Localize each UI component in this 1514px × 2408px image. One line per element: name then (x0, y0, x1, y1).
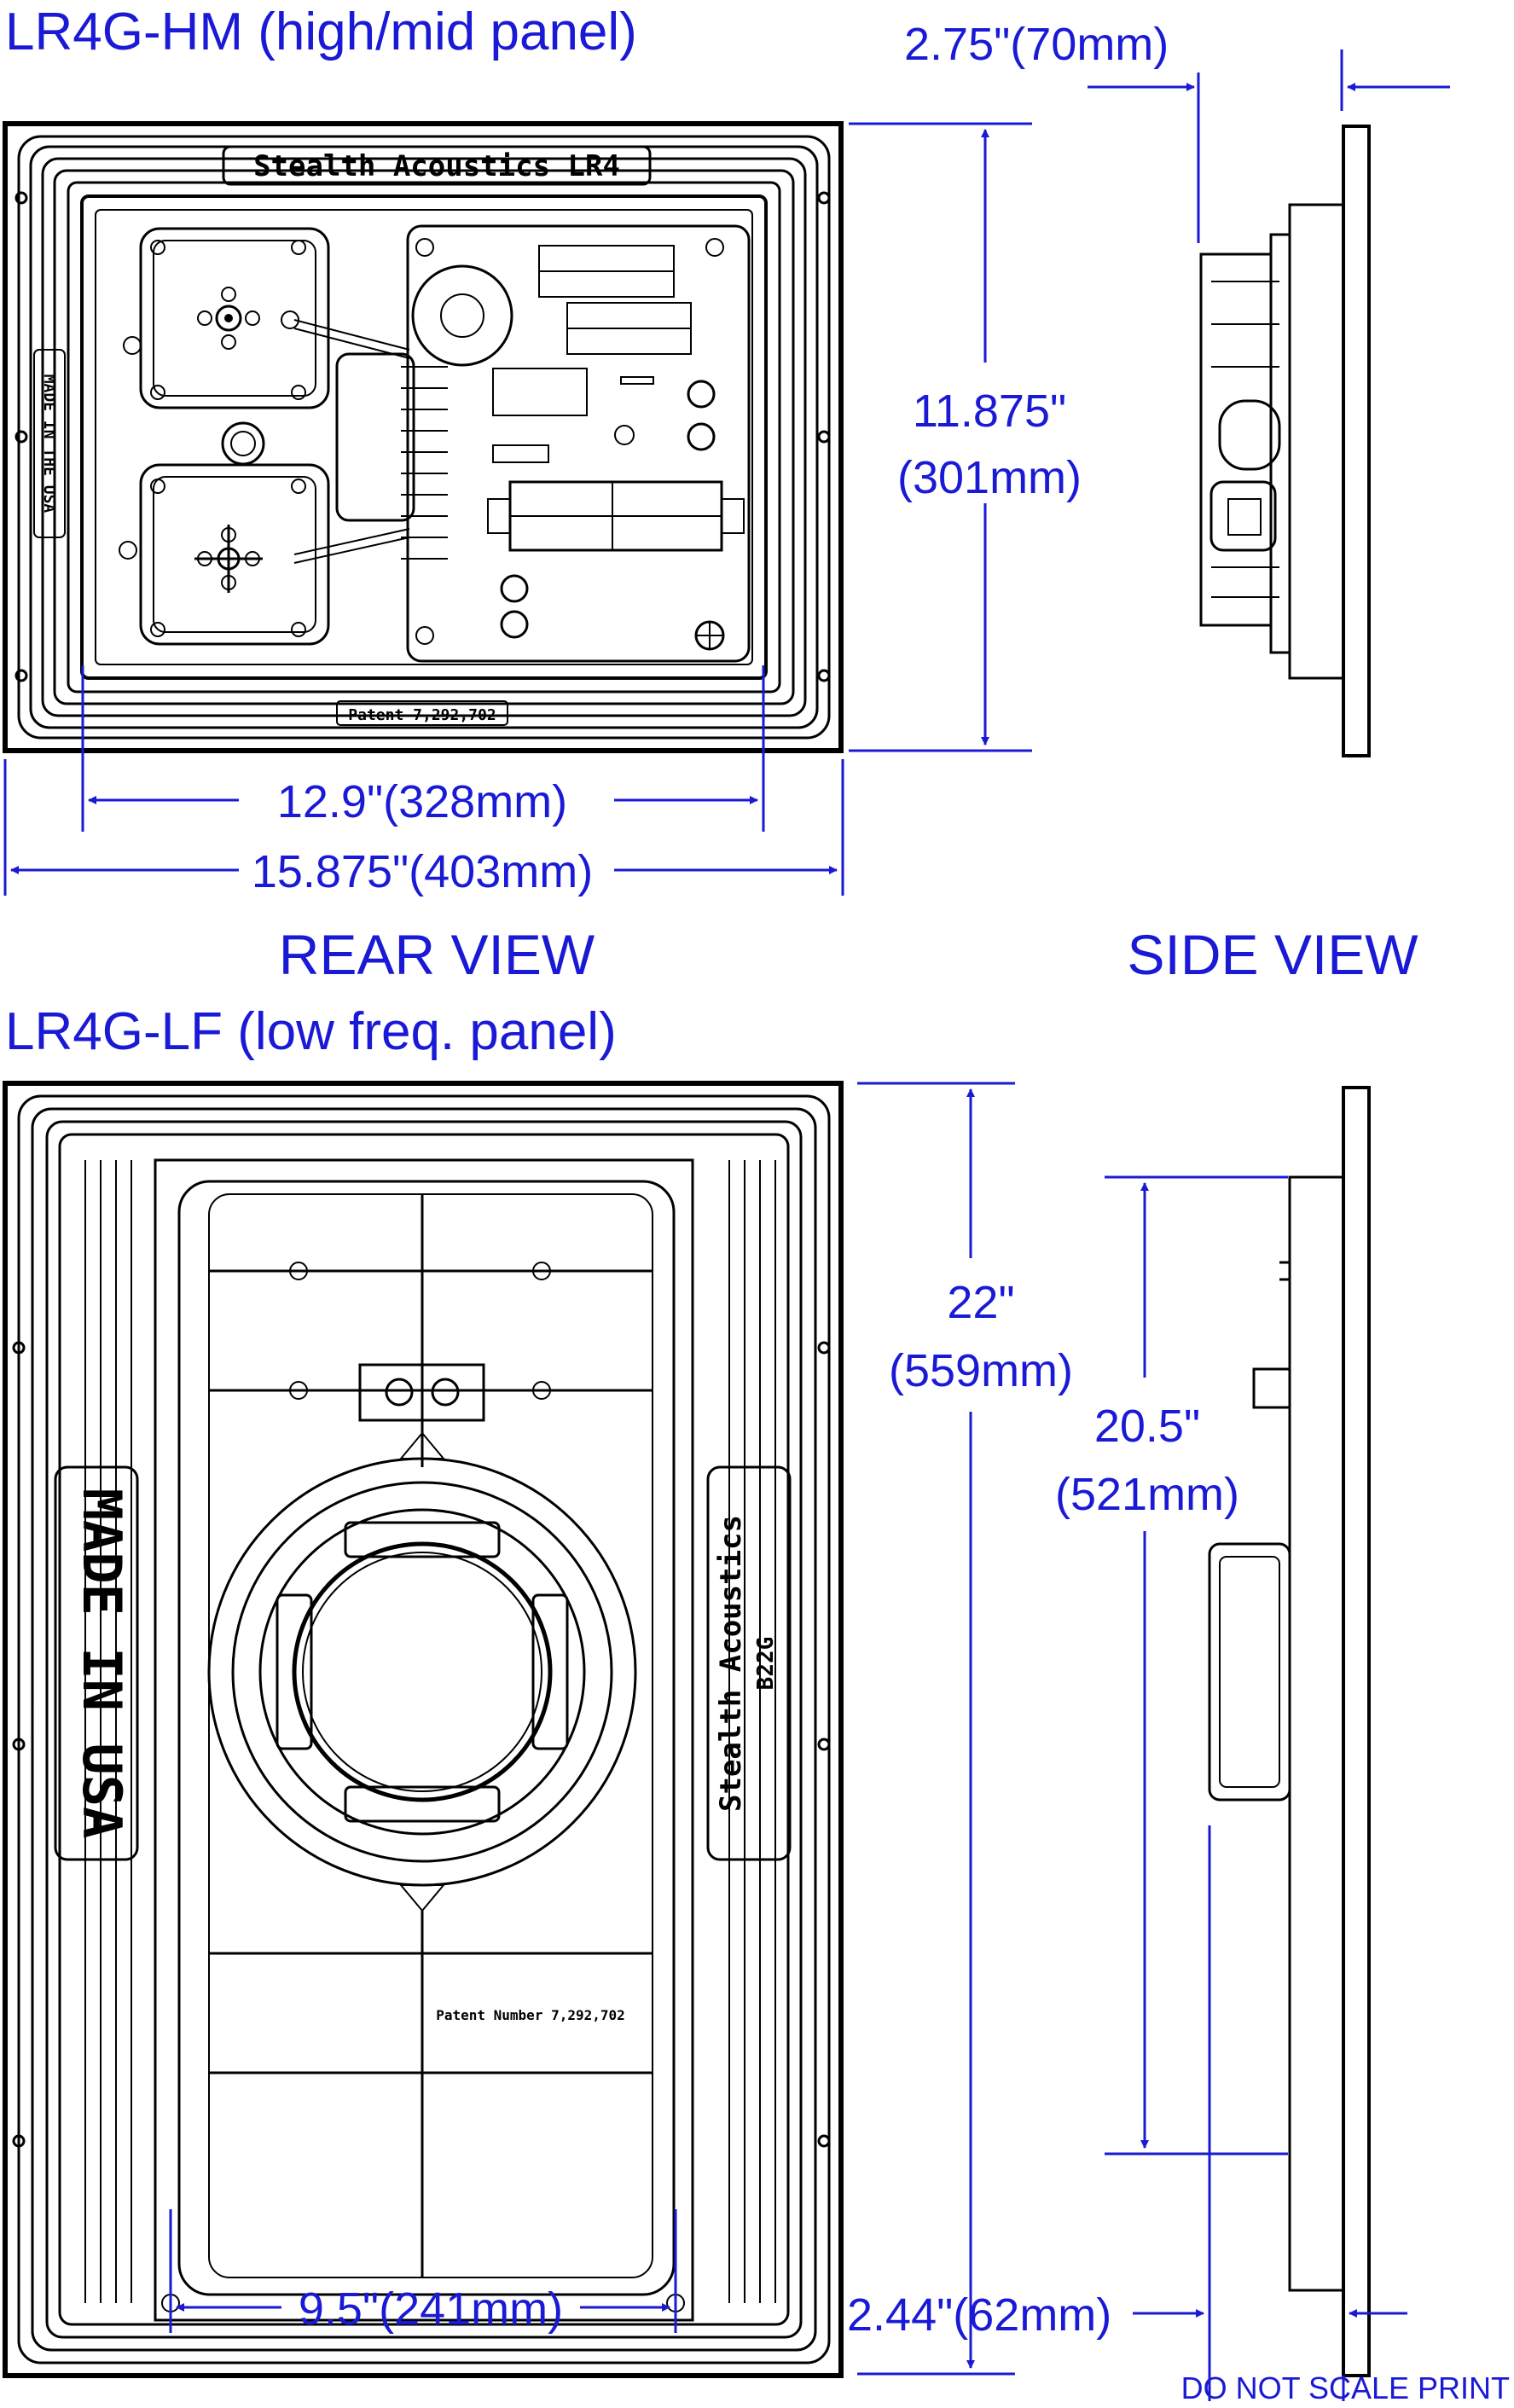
lf-inner-height-mm: (521mm) (1055, 1469, 1239, 1520)
hm-outer-width: 15.875"(403mm) (252, 846, 593, 897)
lf-patent-label: Patent Number 7,292,702 (436, 2007, 625, 2023)
hm-crossover-board (401, 224, 751, 663)
lf-dimensions: 22" (559mm) 20.5" (521mm) 9.5"(241mm) 2.… (169, 1082, 1407, 2401)
hm-dimensions: 2.75"(70mm) 11.875" (301mm) 12.9"(328mm)… (3, 19, 1450, 897)
lf-title: LR4G-LF (low freq. panel) (5, 1002, 617, 1061)
lf-height-mm: (559mm) (889, 1345, 1073, 1396)
footer-note: DO NOT SCALE PRINT (1181, 2370, 1510, 2405)
side-view-label: SIDE VIEW (1127, 923, 1418, 986)
hm-brand-label: Stealth Acoustics LR4 (253, 149, 620, 183)
hm-inner-width: 12.9"(328mm) (277, 776, 567, 827)
lf-width: 9.5"(241mm) (299, 2283, 563, 2335)
lf-rear-view-panel: MADE IN USA Stealth Acoustics B22G (3, 1081, 844, 2378)
lf-inner-height-in: 20.5" (1094, 1401, 1200, 1452)
lf-model-label: B22G (753, 1637, 779, 1691)
lf-height-in: 22" (947, 1277, 1014, 1328)
hm-height-mm: (301mm) (897, 452, 1082, 503)
hm-depth-label: 2.75"(70mm) (904, 19, 1169, 70)
hm-height-in: 11.875" (913, 386, 1066, 437)
lf-woofer (207, 1431, 637, 1912)
hm-side-view (1199, 125, 1371, 757)
rear-view-label: REAR VIEW (279, 923, 595, 986)
hm-rear-view-panel: Stealth Acoustics LR4 MADE IN THE USA Pa… (3, 121, 844, 753)
hm-title: LR4G-HM (high/mid panel) (5, 3, 637, 61)
hm-bottom-driver-cavity (119, 463, 330, 646)
lf-depth-label: 2.44"(62mm) (847, 2289, 1111, 2341)
hm-top-driver-cavity (123, 227, 330, 409)
hm-made-in-label: MADE IN THE USA (40, 374, 58, 514)
lf-side-view (1208, 1086, 1371, 2377)
hm-patent-label: Patent 7,292,702 (348, 706, 496, 724)
lf-brand-label: Stealth Acoustics (714, 1515, 748, 1812)
lf-made-in-label: MADE IN USA (71, 1488, 133, 1839)
